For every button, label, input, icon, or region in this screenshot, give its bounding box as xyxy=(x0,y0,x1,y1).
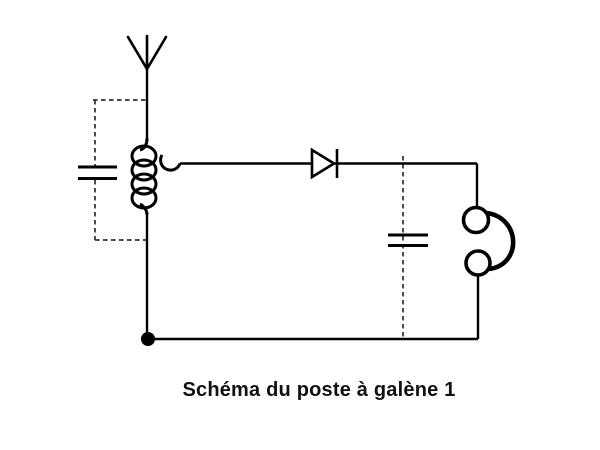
coil-exit-curve xyxy=(139,202,149,216)
coil-turn-3 xyxy=(130,172,158,196)
junction-dot-icon xyxy=(141,332,155,346)
antenna-arm-right xyxy=(145,35,168,71)
coil-entry-curve xyxy=(139,137,149,152)
headphone-band xyxy=(486,210,516,272)
coil-turn-1 xyxy=(130,144,158,168)
figure-caption: Schéma du poste à galène 1 xyxy=(182,379,456,401)
coil-turn-2 xyxy=(130,158,158,182)
coil-turn-4 xyxy=(130,186,158,210)
tap-loop-icon xyxy=(159,154,182,172)
inductor-icon xyxy=(130,137,182,216)
capacitor-icon-right xyxy=(388,233,428,247)
dashed-wires xyxy=(93,99,404,337)
antenna-icon xyxy=(126,34,168,71)
capacitor-icon xyxy=(78,165,117,180)
diode-icon xyxy=(310,147,339,180)
antenna-arm-left xyxy=(126,35,149,71)
headphones-icon xyxy=(461,205,516,277)
wires xyxy=(145,68,480,341)
headphone-earpiece-bottom xyxy=(464,249,492,277)
diode-anode-triangle xyxy=(310,147,337,180)
headphone-earpiece-top xyxy=(461,205,491,235)
